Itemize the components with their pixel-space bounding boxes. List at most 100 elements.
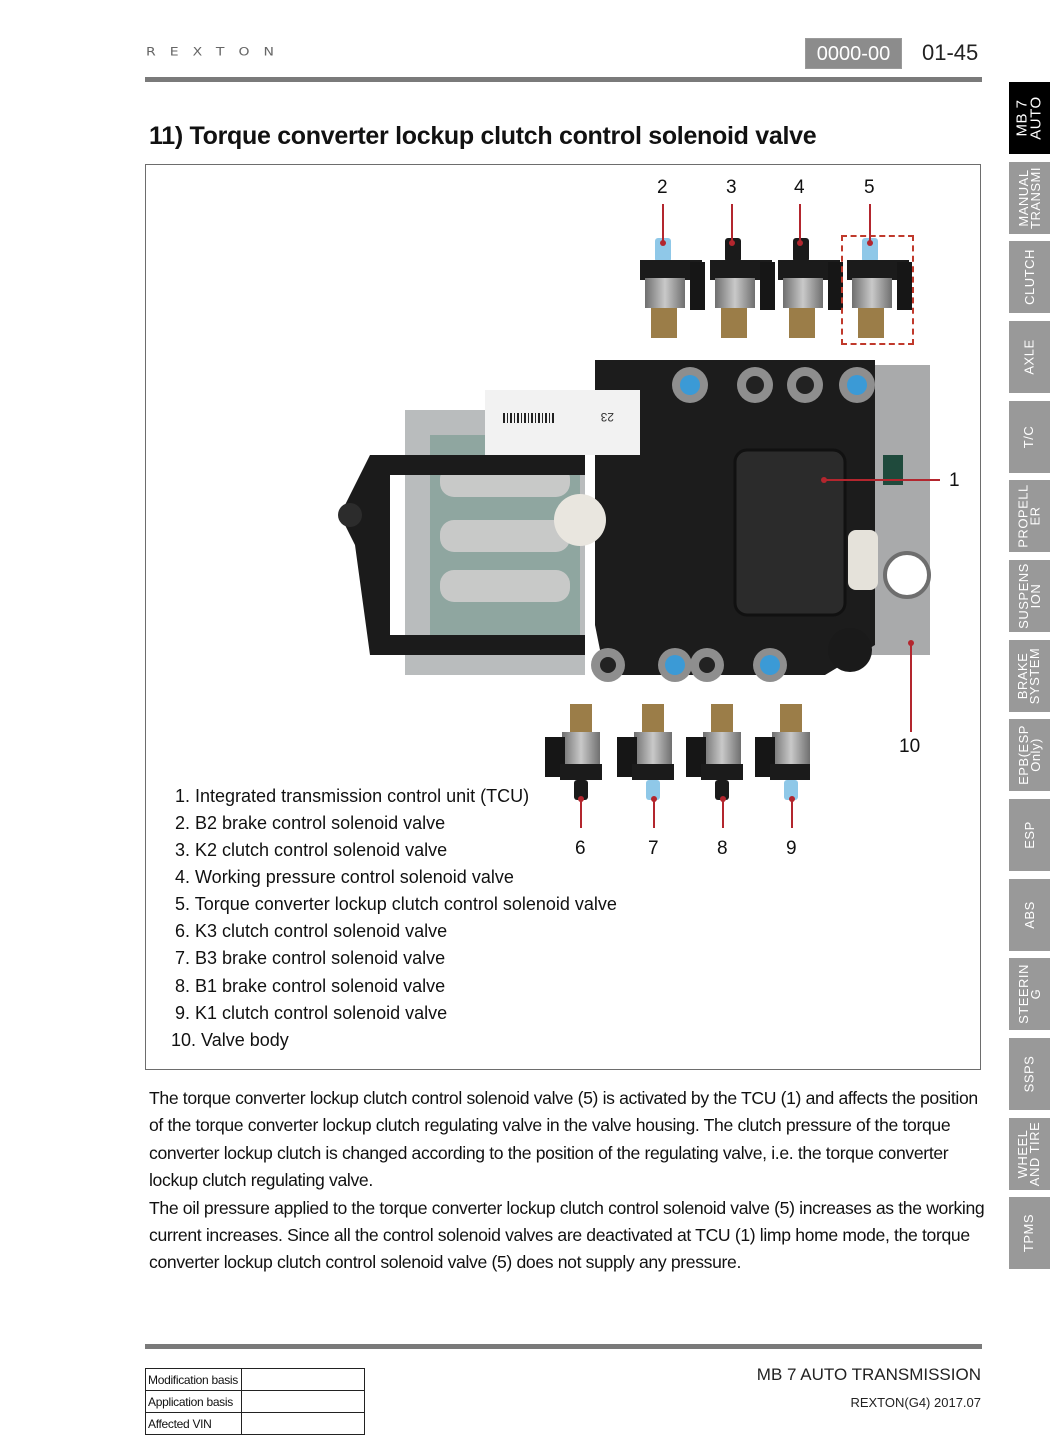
legend-item: 8. B1 brake control solenoid valve [175, 976, 446, 996]
leader-dot-8 [720, 796, 726, 802]
solenoid-2 [640, 238, 705, 338]
side-tab-tc[interactable]: T/C [1009, 401, 1050, 473]
revision-table: Modification basis Application basis Aff… [145, 1368, 365, 1435]
callout-2: 2 [657, 177, 668, 198]
side-tab-axle[interactable]: AXLE [1009, 321, 1050, 393]
revision-label: Modification basis [145, 1368, 242, 1391]
legend-item: 2. B2 brake control solenoid valve [175, 813, 446, 833]
callout-3: 3 [726, 177, 737, 198]
side-tab-label: T/C [1021, 425, 1037, 449]
revision-value [241, 1390, 365, 1413]
side-tab-wheel-and-tire[interactable]: WHEEL AND TIRE [1009, 1118, 1050, 1190]
leader-line-10 [910, 644, 912, 732]
solenoid-3 [710, 238, 775, 338]
header-divider [145, 77, 982, 82]
side-tab-tpms[interactable]: TPMS [1009, 1197, 1050, 1269]
legend-item: 9. K1 clutch control solenoid valve [175, 1003, 448, 1023]
callout-1: 1 [949, 470, 960, 491]
table-row: Modification basis [145, 1368, 365, 1391]
brand-logo: REXTON [146, 46, 288, 59]
solenoid-8 [686, 704, 743, 800]
description-paragraph: The oil pressure applied to the torque c… [149, 1197, 985, 1273]
side-tab-suspension[interactable]: SUSPENS ION [1009, 560, 1050, 632]
leader-dot-4 [797, 240, 803, 246]
leader-dot-6 [578, 796, 584, 802]
solenoids-bottom-image [545, 704, 810, 800]
side-tab-steering[interactable]: STEERIN G [1009, 958, 1050, 1030]
round-connector [828, 628, 872, 672]
side-tab-label: STEERIN G [1015, 964, 1043, 1024]
legend-item: 10. Valve body [171, 1030, 289, 1050]
revision-label: Affected VIN [145, 1412, 242, 1435]
callout-7: 7 [648, 838, 659, 859]
solenoids-top-image [640, 238, 912, 338]
footer-divider [145, 1344, 982, 1349]
solenoid-4 [778, 238, 843, 338]
side-tab-label: SSPS [1021, 1055, 1037, 1093]
leader-line-2 [662, 204, 664, 242]
label-sticker [485, 390, 640, 455]
side-tab-label: SUSPENS ION [1015, 563, 1043, 629]
legend-item: 1. Integrated transmission control unit … [175, 786, 530, 806]
table-row: Application basis [145, 1390, 365, 1413]
callout-9: 9 [786, 838, 797, 859]
legend-item: 3. K2 clutch control solenoid valve [175, 840, 448, 860]
leader-dot-5 [867, 240, 873, 246]
leader-line-8 [722, 800, 724, 828]
installed-solenoids-bottom [591, 648, 787, 682]
figure-frame [145, 164, 981, 1070]
side-tab-esp[interactable]: ESP [1009, 799, 1050, 871]
section-title: 11) Torque converter lockup clutch contr… [149, 122, 817, 150]
leader-dot-7 [651, 796, 657, 802]
page-number: 01-45 [922, 40, 979, 65]
footer-subtitle: REXTON(G4) 2017.07 [850, 1395, 981, 1410]
legend-item: 7. B3 brake control solenoid valve [175, 948, 446, 968]
connector [848, 530, 878, 590]
table-row: Affected VIN [145, 1412, 365, 1435]
tcu-module [733, 448, 847, 617]
side-tab-clutch[interactable]: CLUTCH [1009, 241, 1050, 313]
solenoid-9 [755, 704, 810, 800]
leader-line-1 [825, 479, 940, 481]
side-tab-brake-system[interactable]: BRAKE SYSTEM [1009, 640, 1050, 712]
solenoid-5 [847, 238, 912, 338]
side-tab-label: EPB(ESP Only) [1015, 725, 1043, 785]
side-tab-label: PROPELL ER [1015, 484, 1043, 548]
legend-item: 4. Working pressure control solenoid val… [175, 867, 514, 887]
label-sticker-text: 23 [600, 410, 614, 424]
leader-line-7 [653, 800, 655, 828]
side-tab-label: ESP [1021, 821, 1037, 849]
installed-solenoids-top [672, 367, 875, 403]
side-tab-mb7-auto[interactable]: MB 7 AUTO [1009, 82, 1050, 154]
section-code-badge: 0000-00 [805, 38, 902, 69]
leader-dot-9 [789, 796, 795, 802]
side-tab-label: AXLE [1021, 339, 1037, 375]
side-tab-label: BRAKE SYSTEM [1015, 647, 1043, 705]
side-tab-propeller[interactable]: PROPELL ER [1009, 480, 1050, 552]
side-tab-epb[interactable]: EPB(ESP Only) [1009, 719, 1050, 791]
callout-10: 10 [899, 736, 921, 757]
callout-6: 6 [575, 838, 586, 859]
footer-title: MB 7 AUTO TRANSMISSION [756, 1365, 981, 1384]
side-tab-ssps[interactable]: SSPS [1009, 1038, 1050, 1110]
solenoid-7 [617, 704, 674, 800]
description: The torque converter lockup clutch contr… [149, 1085, 989, 1277]
side-tab-label: WHEEL AND TIRE [1015, 1121, 1043, 1187]
revision-value [241, 1368, 365, 1391]
valve-body-image: 23 [338, 360, 931, 682]
revision-label: Application basis [145, 1390, 242, 1413]
white-cap [554, 494, 606, 546]
leader-line-5 [869, 204, 871, 242]
side-tab-label: CLUTCH [1021, 249, 1037, 305]
side-tab-label: TPMS [1021, 1213, 1037, 1253]
leader-line-6 [580, 800, 582, 828]
side-tab-label: ABS [1021, 901, 1037, 929]
side-tab-manual-transmission[interactable]: MANUAL TRANSMI [1009, 162, 1050, 234]
legend-item: 6. K3 clutch control solenoid valve [175, 921, 448, 941]
callout-8: 8 [717, 838, 728, 859]
leader-dot-2 [660, 240, 666, 246]
plate-hole [883, 551, 931, 599]
side-tab-abs[interactable]: ABS [1009, 879, 1050, 951]
side-tab-label: MANUAL TRANSMI [1015, 167, 1043, 229]
revision-value [241, 1412, 365, 1435]
